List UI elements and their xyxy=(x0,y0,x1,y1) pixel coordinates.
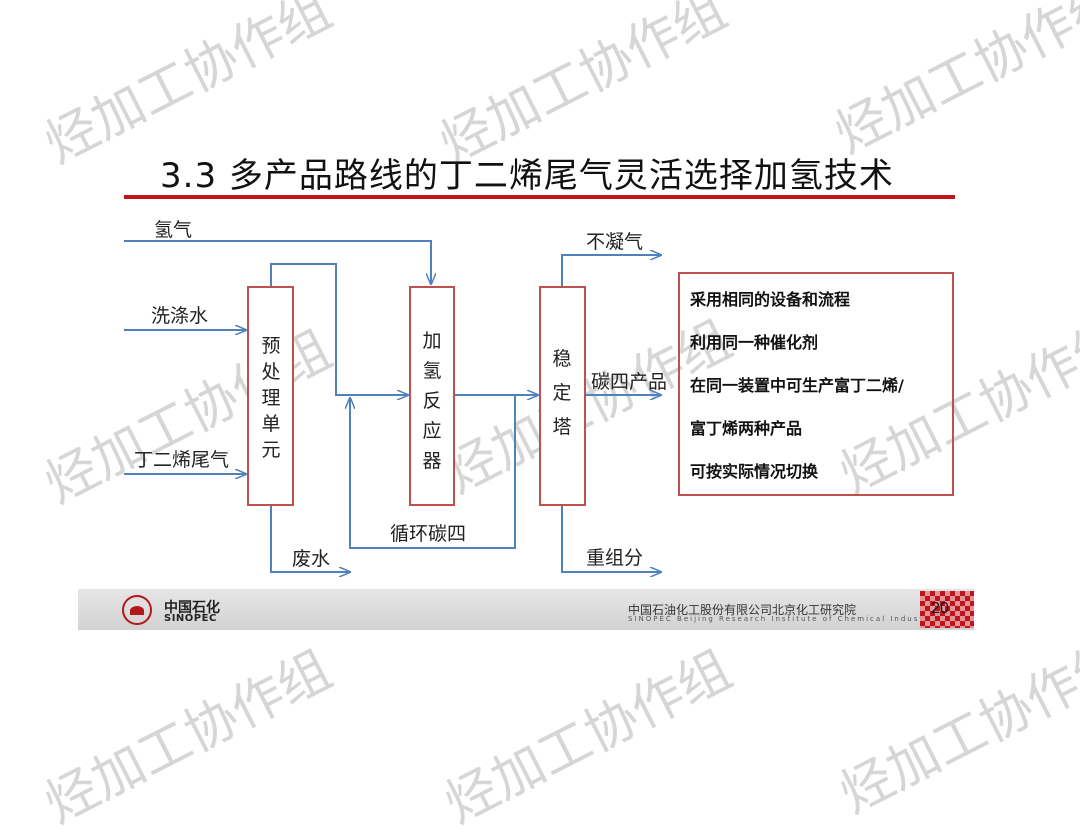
tail-gas-label: 丁二烯尾气 xyxy=(134,449,229,471)
recycle-c4-stream xyxy=(350,395,516,549)
title-rule xyxy=(124,195,955,199)
sinopec-logo-icon xyxy=(122,595,152,625)
hydrogenation-reactor-box xyxy=(409,286,455,506)
page-number-badge: 20 xyxy=(920,591,974,628)
recycle-c4-label: 循环碳四 xyxy=(390,523,466,545)
wash-water-label: 洗涤水 xyxy=(151,305,208,327)
hydrogenation-reactor-label: 加氢反应器 xyxy=(422,330,441,472)
stabilizer-label: 稳定塔 xyxy=(552,348,571,438)
waste-water-label: 废水 xyxy=(292,548,330,570)
note-line: 采用相同的设备和流程 xyxy=(690,290,851,309)
c4-product-label: 碳四产品 xyxy=(591,371,667,393)
institute-name-cn: 中国石油化工股份有限公司北京化工研究院 xyxy=(628,603,857,617)
heavy-components-stream xyxy=(561,505,661,572)
pretreat-to-reactor-stream xyxy=(270,263,408,395)
stabilizer-box xyxy=(539,286,586,506)
pretreatment-unit-label: 预处理单元 xyxy=(261,335,280,461)
pretreatment-unit-box xyxy=(247,286,294,506)
note-line: 在同一装置中可生产富丁二烯/ xyxy=(690,376,904,395)
notes-box: 采用相同的设备和流程 利用同一种催化剂 在同一装置中可生产富丁二烯/ 富丁烯两种… xyxy=(678,272,954,496)
slide-title: 3.3 多产品路线的丁二烯尾气灵活选择加氢技术 xyxy=(160,156,894,196)
page-number: 20 xyxy=(931,600,949,617)
noncondensable-gas-label: 不凝气 xyxy=(586,231,643,253)
heavy-components-label: 重组分 xyxy=(586,547,643,569)
hydrogen-stream xyxy=(124,240,431,284)
footer-band: 中国石化 SINOPEC 中国石油化工股份有限公司北京化工研究院 SINOPEC… xyxy=(78,589,974,630)
note-line: 富丁烯两种产品 xyxy=(690,419,803,438)
hydrogen-label: 氢气 xyxy=(154,219,192,241)
noncondensable-stream xyxy=(561,255,661,287)
waste-water-stream xyxy=(270,505,350,572)
note-line: 利用同一种催化剂 xyxy=(690,333,819,352)
process-flow-diagram: 预处理单元 加氢反应器 稳定塔 氢气 洗涤水 丁二烯尾气 废水 循环碳四 不凝气… xyxy=(124,219,667,763)
company-name-en: SINOPEC xyxy=(164,613,217,624)
note-line: 可按实际情况切换 xyxy=(690,462,819,481)
institute-name-en: SINOPEC Beijing Research Institute of Ch… xyxy=(628,615,936,623)
company-name-cn: 中国石化 xyxy=(164,600,220,616)
